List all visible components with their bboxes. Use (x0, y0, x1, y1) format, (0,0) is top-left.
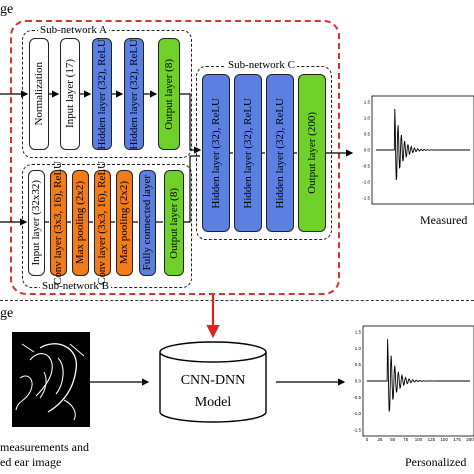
model-label-line2: Model (194, 395, 232, 410)
measured-plot: 1.5 1.0 0.5 0.0 -0.5 -1.0 -1.5 (362, 95, 474, 205)
waveform-line (376, 108, 470, 180)
stage-divider (0, 300, 474, 301)
layer-a-hidden-1: Hidden layer (32), ReLU (92, 38, 112, 150)
training-stage-label: ge (0, 2, 14, 17)
layer-a-hidden-2: Hidden layer (32), ReLU (124, 38, 144, 150)
y-tick-label: -0.5 (353, 395, 361, 400)
y-tick-label: 1.0 (364, 116, 371, 121)
x-tick-label: 150 (440, 437, 448, 442)
inputs-caption-line1: measurements and (0, 440, 89, 454)
ear-image (12, 332, 90, 427)
y-tick-label: 1.5 (364, 100, 371, 105)
subnetwork-b-label: Sub-network B (40, 280, 111, 292)
arrow-b-to-c (184, 155, 200, 223)
personalized-caption: Personalized (405, 455, 467, 469)
y-tick-label: -0.5 (362, 164, 370, 169)
y-tick-label: -1.0 (353, 411, 361, 416)
layer-input-17: Input layer (17) (60, 38, 80, 150)
layer-c-hidden-2: Hidden layer (32), ReLU (234, 74, 262, 232)
measured-caption: Measured (420, 213, 468, 227)
layer-maxpool-2: Max pooling (2x2) (116, 170, 133, 276)
layer-conv-2: Conv layer (3x3, 16), ReLU (94, 161, 111, 285)
y-tick-label: -1.0 (362, 180, 370, 185)
x-tick-label: 125 (428, 437, 436, 442)
y-tick-label: 1.0 (355, 346, 362, 351)
y-tick-label: 0.5 (364, 132, 371, 137)
x-tick-label: 100 (415, 437, 423, 442)
x-tick-label: 0 (366, 437, 369, 442)
x-tick-label: 50 (390, 437, 396, 442)
y-tick-label: -1.5 (362, 196, 370, 201)
subnetwork-c-label: Sub-network C (226, 59, 297, 71)
personalized-plot: 1.5 1.0 0.5 0.0 -0.5 -1.0 -1.5 0 25 50 75 100 125 15… (353, 325, 474, 442)
x-tick-label: 200 (466, 437, 474, 442)
layer-normalization: Normalization (29, 38, 49, 150)
subnetwork-a-label: Sub-network A (38, 24, 109, 36)
layer-c-hidden-3: Hidden layer (32), ReLU (266, 74, 294, 232)
y-tick-label: 0.5 (355, 362, 362, 367)
arrow-a-to-c (180, 93, 202, 154)
layer-b-output-8: Output layer (8) (164, 170, 184, 276)
layer-a-output-8: Output layer (8) (158, 38, 180, 150)
y-tick-label: 0.0 (355, 379, 362, 384)
layer-c-output-200: Output layer (200) (298, 74, 326, 232)
waveform-line (367, 339, 470, 412)
model-label-line1: CNN-DNN (180, 373, 246, 388)
layer-conv-1: Conv layer (3x3, 16), ReLU (50, 161, 67, 285)
layer-c-hidden-1: Hidden layer (32), ReLU (202, 74, 230, 232)
x-tick-label: 75 (403, 437, 409, 442)
y-tick-label: 0.0 (364, 148, 371, 153)
y-tick-label: -1.5 (353, 428, 361, 433)
x-tick-label: 175 (453, 437, 461, 442)
x-tick-label: 25 (377, 437, 383, 442)
inputs-caption-line2: ed ear image (0, 455, 62, 469)
layer-input-32x32: Input layer (32x32) (28, 170, 45, 276)
test-stage-label: ge (0, 306, 14, 321)
model-cylinder (159, 341, 267, 423)
layer-maxpool-1: Max pooling (2x2) (72, 170, 89, 276)
training-network-frame (10, 20, 340, 295)
layer-fully-connected: Fully connected layer (139, 170, 156, 276)
y-tick-label: 1.5 (355, 330, 362, 335)
